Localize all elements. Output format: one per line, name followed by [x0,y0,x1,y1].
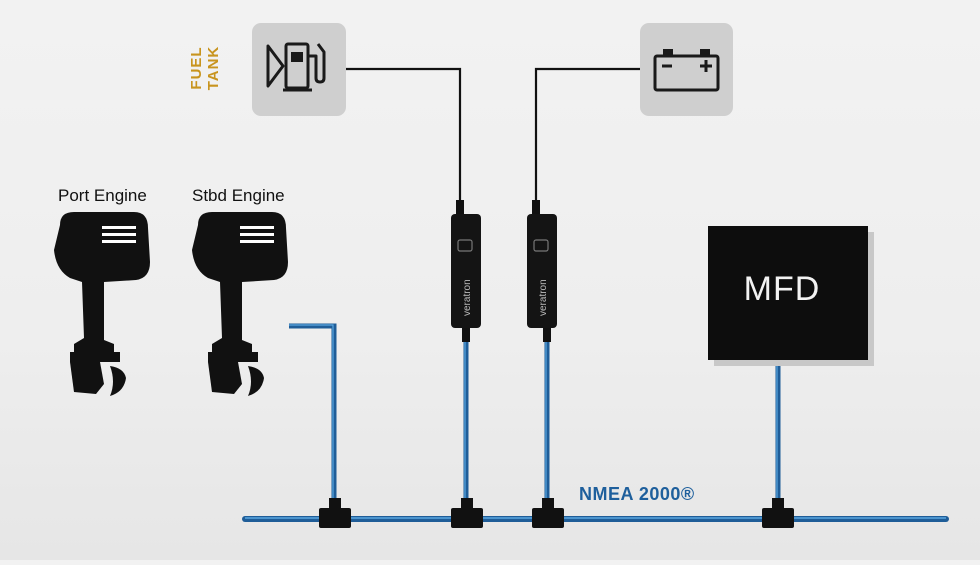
mfd-label: MFD [743,270,821,308]
battery-sensor-drop-cable [544,340,550,510]
nmea-backbone [242,516,949,522]
t-connector-battery-sensor [532,498,564,528]
battery-icon [653,49,720,92]
port-engine-icon [54,212,150,396]
battery-sensor-module [527,200,557,342]
nmea-network-label: NMEA 2000® [579,484,695,504]
battery-sensor-brand: veratron [538,279,549,316]
engine-drop-cable [289,323,337,510]
t-connector-fuel-sensor [451,498,483,528]
fuel-tank-icon-box [252,23,346,116]
t-connector-mfd [762,498,794,528]
port-engine-label: Port Engine [58,186,147,205]
battery-wire [534,67,640,200]
stbd-engine-label: Stbd Engine [192,186,285,205]
fuel-tank-label: FUEL TANK [188,45,222,91]
battery-icon-box [640,23,733,116]
fuel-level-sensor-module [451,200,481,342]
fuel-sensor-drop-cable [463,340,469,510]
fuel-pump-icon [266,42,326,92]
starboard-engine-icon [192,212,288,396]
mfd-display [708,226,874,366]
fuel-sensor-brand: veratron [462,279,473,316]
t-connector-engine [319,498,351,528]
mfd-drop-cable [775,362,781,510]
fuel-sender-wire [346,67,462,200]
